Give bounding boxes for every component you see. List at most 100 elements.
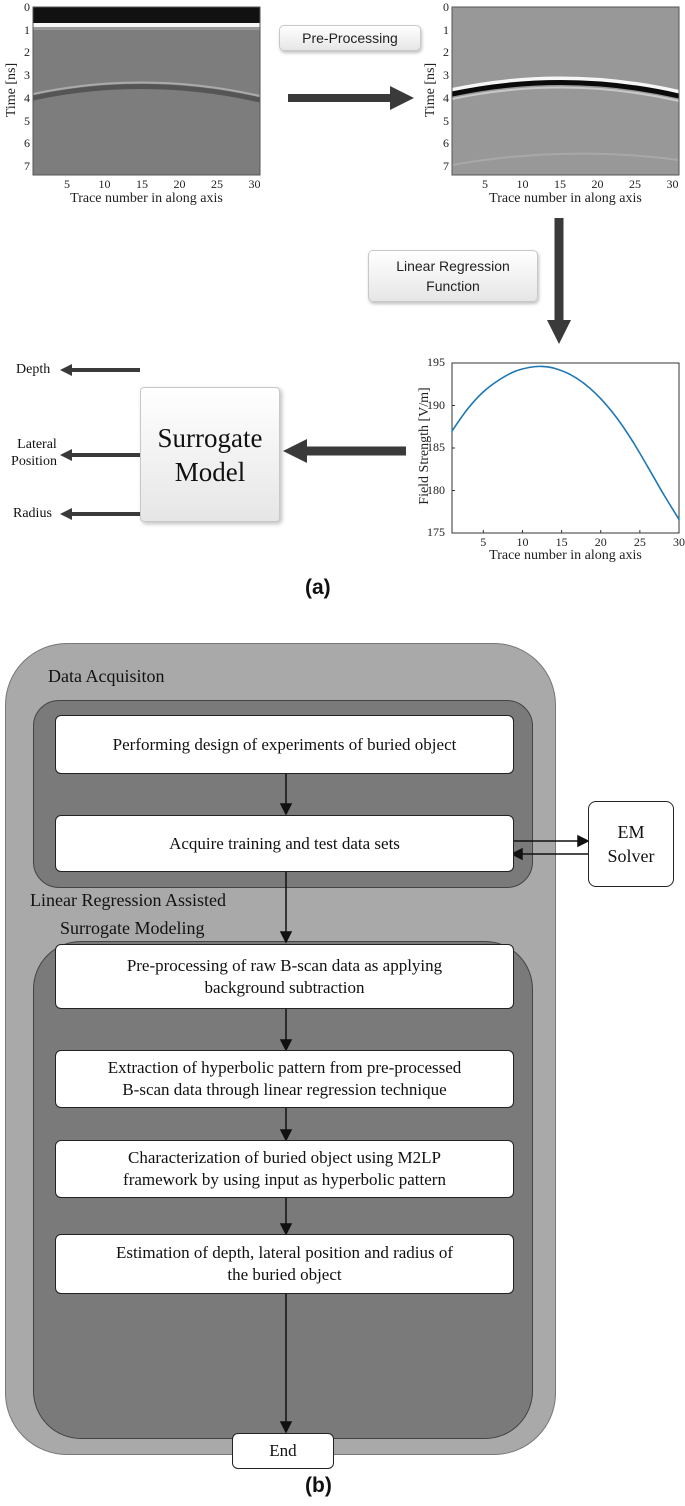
proc-yticks-tick: 3 (443, 68, 449, 83)
field-xticks-tick: 5 (480, 535, 487, 549)
lateral-line2: Position (11, 454, 57, 469)
to-surrogate-arrow (283, 439, 406, 463)
proc-yticks-tick: 4 (443, 90, 449, 105)
raw-yticks-tick: 3 (24, 68, 30, 83)
proc-yticks-tick: 5 (443, 113, 449, 128)
field-yticks-tick: 180 (427, 482, 445, 497)
proc-xticks-tick: 15 (554, 177, 566, 191)
field-data-point (678, 518, 680, 521)
field-xticks-tick: 20 (594, 535, 607, 549)
lr-function-line1: Linear Regression (396, 258, 510, 274)
output-arrows (60, 364, 140, 520)
field-strength-line (451, 365, 680, 520)
caption-b: (b) (305, 1474, 332, 1497)
surrogate-line1: Surrogate (157, 422, 263, 453)
lr-function-line2: Function (426, 278, 480, 294)
end-label: End (269, 1441, 297, 1460)
field-data-point (498, 379, 500, 381)
field-data-point (482, 391, 485, 393)
field-data-point (646, 465, 649, 468)
raw-yticks-tick: 2 (24, 45, 30, 60)
lateral-line1: Lateral (17, 437, 57, 452)
em-line2: Solver (607, 846, 655, 866)
field-data-point (662, 493, 665, 495)
linear-regression-function-label: Linear Regression Function (368, 250, 538, 302)
raw-xticks-tick: 30 (248, 177, 261, 191)
proc-yticks-tick: 7 (443, 158, 449, 173)
field-yticks-tick: 195 (427, 355, 445, 369)
step-preprocessing: Pre-processing of raw B-scan data as app… (55, 944, 514, 1009)
raw-xticks-tick: 5 (64, 177, 70, 191)
raw-xticks-tick: 10 (98, 177, 111, 191)
step-design-of-experiments: Performing design of experiments of buri… (55, 715, 514, 774)
raw-xticks-tick: 25 (211, 177, 223, 191)
raw-yticks-tick: 1 (24, 22, 30, 37)
data-acquisition-label: Data Acquisiton (48, 666, 165, 686)
field-data-point (615, 416, 618, 419)
proc-xticks-tick: 25 (629, 177, 641, 191)
proc-xticks-tick: 30 (666, 177, 679, 191)
raw-yticks-tick: 4 (24, 90, 30, 105)
step1-text: Performing design of experiments of buri… (112, 734, 457, 754)
step-extraction: Extraction of hyperbolic pattern from pr… (55, 1050, 514, 1108)
proc-xticks-tick: 20 (591, 177, 604, 191)
proc-yticks-tick: 0 (443, 0, 449, 14)
field-plot-ticks (452, 362, 680, 534)
raw-yticks-tick: 7 (24, 158, 30, 173)
step-acquire-data: Acquire training and test data sets (55, 815, 514, 872)
preprocessing-label: Pre-Processing (279, 25, 421, 51)
processed-bscan-xlabel: Trace number in along axis (489, 191, 642, 206)
field-data-point (599, 397, 602, 400)
step3-line1: Pre-processing of raw B-scan data as app… (126, 955, 443, 975)
field-plot-xlabel: Trace number in along axis (489, 548, 642, 563)
lr-assisted-label-line1: Linear Regression Assisted (30, 890, 226, 910)
step4-line1: Extraction of hyperbolic pattern from pr… (107, 1058, 462, 1077)
field-data-point (466, 408, 469, 410)
step6-line2: the buried object (227, 1265, 342, 1284)
step-characterization: Characterization of buried object using … (55, 1140, 514, 1198)
proc-xticks-tick: 10 (516, 177, 529, 191)
proc-xticks-tick: 5 (482, 177, 488, 191)
field-points (451, 365, 680, 521)
raw-bscan-xlabel: Trace number in along axis (70, 191, 223, 206)
field-data-point (451, 430, 453, 432)
surrogate-model-box: Surrogate Model (140, 387, 280, 522)
output-lateral-position: Lateral Position (11, 436, 62, 470)
step3-line2: background subtraction (204, 977, 365, 997)
field-xticks-tick: 25 (633, 535, 646, 549)
lr-assisted-label-line2: Surrogate Modeling (60, 918, 205, 938)
field-data-point (529, 366, 532, 369)
field-data-point (541, 365, 543, 368)
surrogate-line2: Model (174, 456, 246, 487)
proc-yticks-tick: 1 (443, 22, 449, 37)
field-data-point (568, 373, 571, 375)
field-yticks-tick: 185 (427, 440, 445, 454)
step4-line2: B-scan data through linear regression te… (122, 1080, 447, 1099)
raw-xticks-tick: 20 (173, 177, 186, 191)
preprocessing-arrow (288, 86, 414, 110)
field-data-point (513, 370, 516, 373)
end-box: End (232, 1433, 334, 1469)
step6-line1: Estimation of depth, lateral position an… (115, 1243, 454, 1262)
field-yticks-tick: 175 (427, 525, 445, 539)
proc-yticks-tick: 6 (443, 136, 449, 151)
field-data-point (631, 439, 633, 442)
output-depth: Depth (16, 362, 51, 377)
field-xticks-tick: 30 (673, 535, 685, 549)
caption-a: (a) (305, 576, 331, 599)
em-solver-box: EM Solver (588, 801, 674, 887)
step-estimation: Estimation of depth, lateral position an… (55, 1234, 514, 1294)
field-yticks-tick: 190 (427, 397, 445, 412)
field-xticks-tick: 15 (555, 535, 568, 549)
panel-b-arrows (279, 744, 590, 1434)
raw-yticks-tick: 6 (24, 136, 30, 151)
field-xticks-tick: 10 (516, 535, 529, 549)
processed-bscan-image (451, 6, 680, 176)
step2-text: Acquire training and test data sets (169, 833, 400, 853)
output-radius: Radius (13, 506, 52, 521)
field-data-point (552, 367, 555, 369)
raw-xticks-tick: 15 (136, 177, 148, 191)
step5-line1: Characterization of buried object using … (128, 1148, 441, 1167)
em-line1: EM (617, 822, 645, 842)
raw-yticks-tick: 0 (24, 0, 30, 14)
